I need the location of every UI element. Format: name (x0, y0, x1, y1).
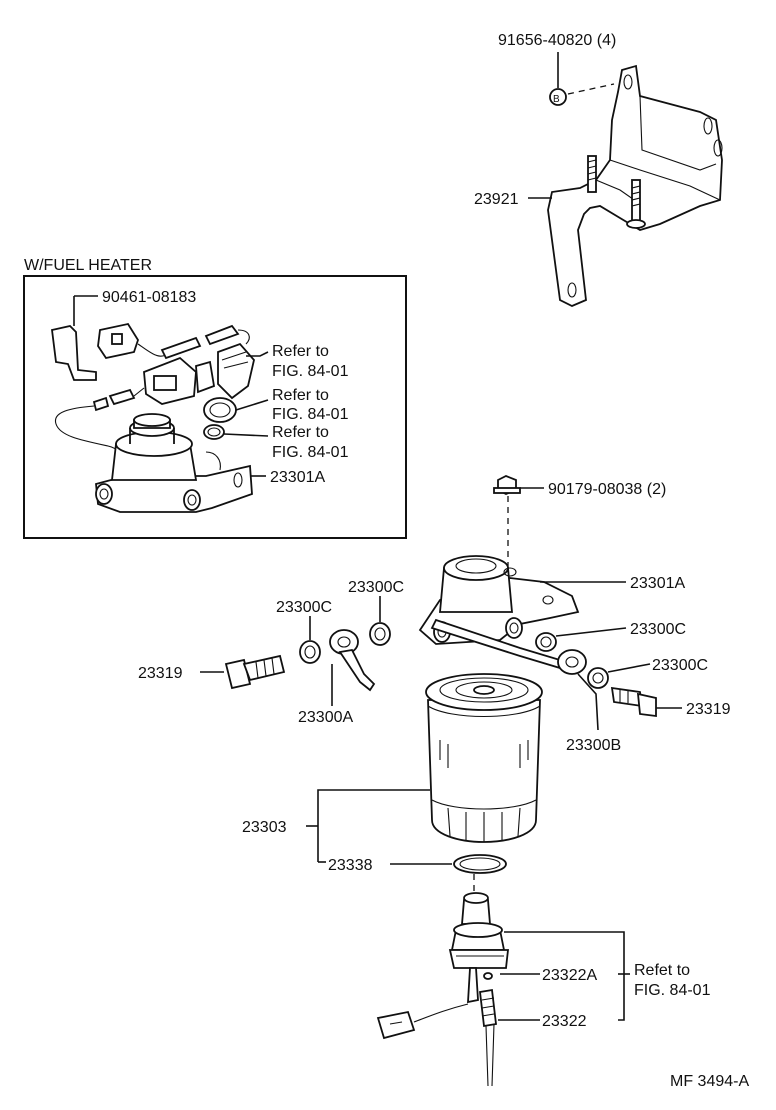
label-clip: 90461-08183 (102, 289, 196, 306)
label-refer3-line2: FIG. 84-01 (272, 444, 349, 461)
flange-bolt-90179-08038 (493, 475, 521, 566)
figure-code: MF 3494-A (670, 1073, 749, 1090)
label-union-bolt-right: 23319 (686, 701, 731, 718)
label-sensor: 23322 (542, 1013, 587, 1030)
label-union-b: 23300B (566, 737, 621, 754)
section-title: W/FUEL HEATER (24, 257, 152, 274)
oring-23338 (453, 854, 507, 874)
water-sensor (376, 874, 510, 1087)
gasket-23300C-right2 (587, 663, 651, 689)
label-refer3-line1: Refer to (272, 424, 329, 441)
label-union-bolt-left: 23319 (138, 665, 183, 682)
label-gasket-mid: 23300C (348, 579, 404, 596)
label-bolt-flange: 90179-08038 (2) (548, 481, 666, 498)
label-heater-body: 23301A (270, 469, 325, 486)
label-refer2-line2: FIG. 84-01 (272, 406, 349, 423)
label-element: 23303 (242, 819, 287, 836)
gasket-23300C-right1 (535, 627, 627, 652)
label-gasket-right1: 23300C (630, 621, 686, 638)
label-gasket-right2: 23300C (652, 657, 708, 674)
union-23300A (329, 629, 376, 706)
union-23300B (557, 649, 599, 731)
label-refer2-line1: Refer to (272, 387, 329, 404)
gasket-23300C-left (299, 616, 321, 664)
filter-element-23303 (425, 673, 543, 843)
union-bolt-23319-left (200, 654, 286, 690)
gasket-23300C-mid (369, 596, 391, 646)
union-bolt-23319-right (610, 686, 682, 718)
label-body: 23301A (630, 575, 685, 592)
nut-91656-40820: B (549, 52, 615, 106)
heater-filter-body (95, 413, 253, 513)
label-refer1-line2: FIG. 84-01 (272, 363, 349, 380)
label-bracket: 23921 (474, 191, 519, 208)
label-refet-line2: FIG. 84-01 (634, 982, 711, 999)
bracket-23921 (547, 64, 723, 307)
label-union-a: 23300A (298, 709, 353, 726)
label-gasket-left: 23300C (276, 599, 332, 616)
label-nut-top: 91656-40820 (4) (498, 32, 616, 49)
label-refer1-line1: Refer to (272, 343, 329, 360)
label-sensor-a: 23322A (542, 967, 597, 984)
label-oring: 23338 (328, 857, 373, 874)
svg-text:B: B (553, 94, 560, 105)
fuel-heater-box (23, 275, 407, 539)
clip-90461-08183 (51, 295, 98, 381)
heater-wiring (54, 322, 255, 465)
filter-head-23301A (418, 555, 580, 670)
label-refet-line1: Refet to (634, 962, 690, 979)
